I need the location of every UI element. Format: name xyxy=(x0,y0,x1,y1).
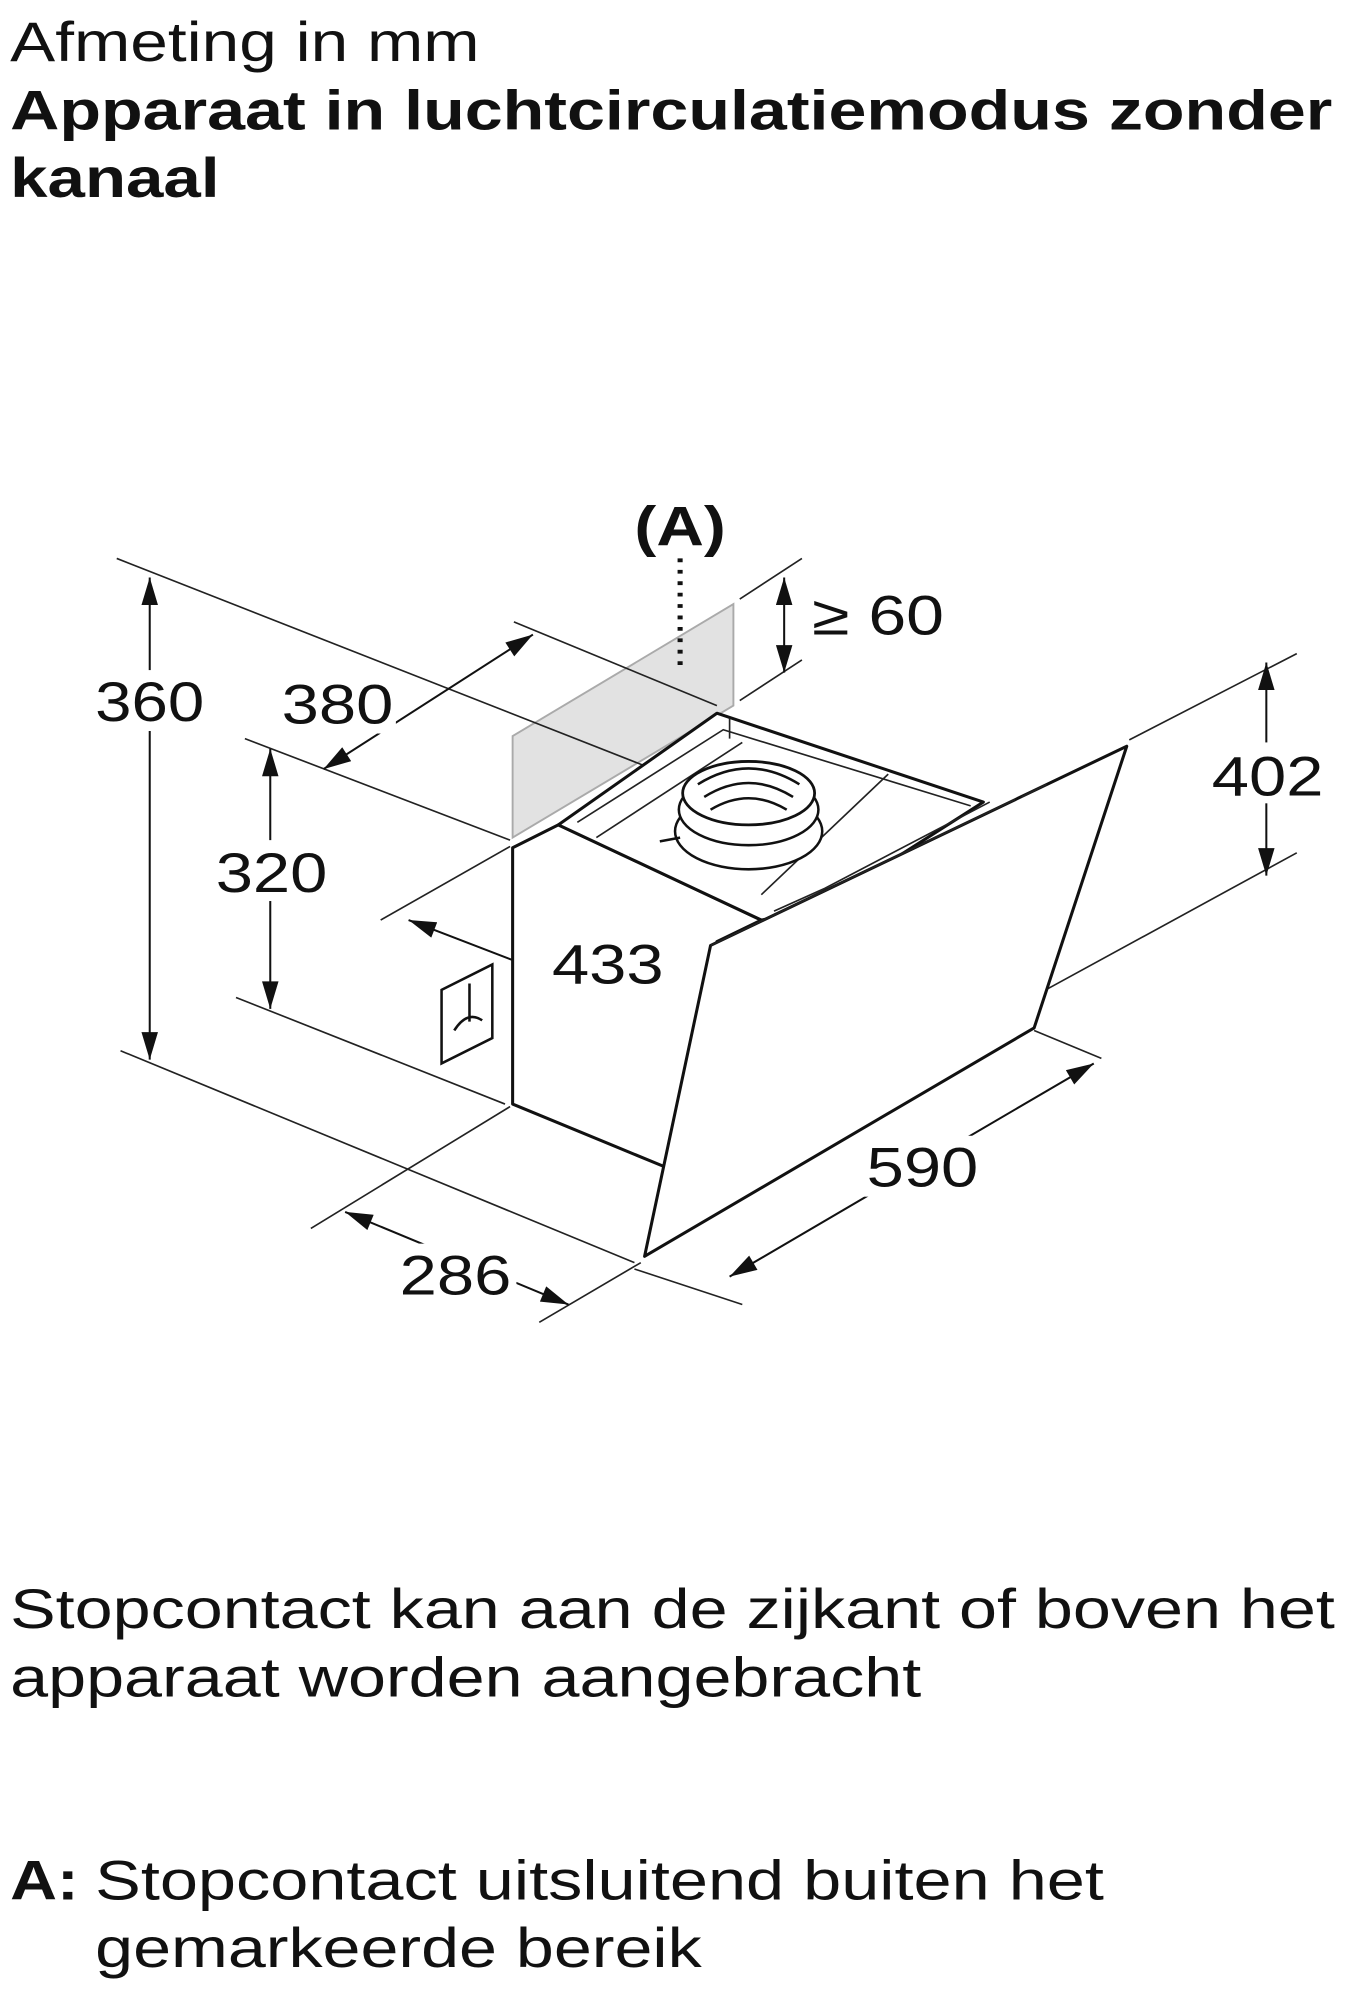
fan-outlet-icon xyxy=(659,760,824,871)
page-title-line2: kanaal xyxy=(10,146,219,209)
dim-label-433: 433 xyxy=(552,933,664,996)
legend-key: A: xyxy=(10,1849,79,1912)
socket-note-line2: apparaat worden aangebracht xyxy=(10,1646,922,1709)
dim-label-320: 320 xyxy=(216,841,328,904)
subtitle: Afmeting in mm xyxy=(10,10,479,73)
dim-line-380 xyxy=(323,633,534,770)
dim-label-590: 590 xyxy=(867,1136,979,1199)
page-title-line1: Apparaat in luchtcirculatiemodus zonder xyxy=(10,79,1332,142)
dim-label-286: 286 xyxy=(400,1243,512,1306)
legend-line1: Stopcontact uitsluitend buiten het xyxy=(95,1849,1104,1912)
extension-lines xyxy=(116,557,1298,1324)
dim-label-402: 402 xyxy=(1212,745,1324,808)
dim-label-clearance: ≥ 60 xyxy=(812,584,944,647)
legend-line2: gemarkeerde bereik xyxy=(95,1916,702,1979)
dim-label-380: 380 xyxy=(282,672,394,735)
hood-drawing xyxy=(511,711,1129,1258)
socket-icon xyxy=(440,962,494,1066)
dim-label-360: 360 xyxy=(95,670,204,733)
socket-note-line1: Stopcontact kan aan de zijkant of boven … xyxy=(10,1577,1335,1640)
zone-a-label: (A) xyxy=(634,495,725,558)
